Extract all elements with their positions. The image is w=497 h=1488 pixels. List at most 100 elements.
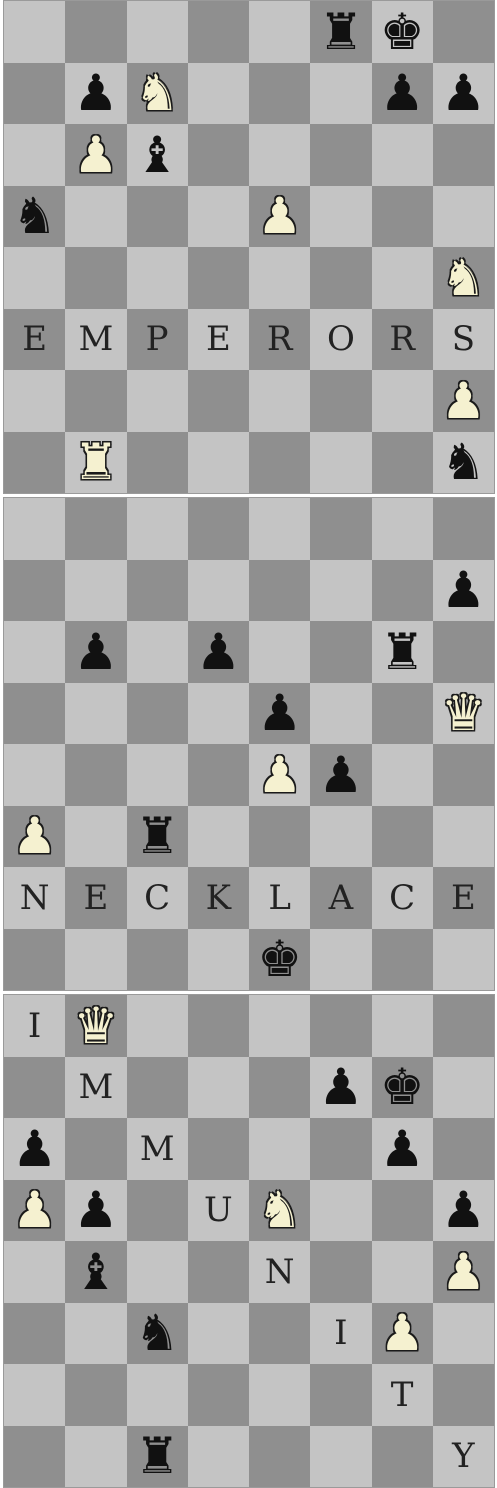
board-square[interactable] [433, 1118, 494, 1180]
board-square[interactable] [372, 186, 433, 248]
board-square[interactable] [65, 1, 126, 63]
board-square[interactable]: A [310, 867, 371, 929]
black-knight-icon[interactable]: ♞ [12, 191, 57, 241]
board-square[interactable]: ♟ [65, 1180, 126, 1242]
board-square[interactable]: R [249, 309, 310, 371]
board-square[interactable]: ♟ [65, 621, 126, 683]
board-square[interactable] [249, 124, 310, 186]
board-square[interactable]: ♟ [4, 1180, 65, 1242]
board-square[interactable] [4, 247, 65, 309]
white-pawn-icon[interactable]: ♟ [441, 376, 486, 426]
board-square[interactable] [188, 370, 249, 432]
board-square[interactable] [249, 370, 310, 432]
white-pawn-icon[interactable]: ♟ [441, 1247, 486, 1297]
white-pawn-icon[interactable]: ♟ [12, 1185, 57, 1235]
board-square[interactable] [188, 1, 249, 63]
black-pawn-icon[interactable]: ♟ [12, 1124, 57, 1174]
black-rook-icon[interactable]: ♜ [135, 1431, 180, 1481]
board-square[interactable] [372, 744, 433, 806]
board-square[interactable] [310, 1426, 371, 1488]
board-square[interactable] [433, 1303, 494, 1365]
board-square[interactable]: E [188, 309, 249, 371]
board-square[interactable]: M [127, 1118, 188, 1180]
black-king-icon[interactable]: ♚ [380, 7, 425, 57]
white-pawn-icon[interactable]: ♟ [380, 1308, 425, 1358]
board-square[interactable] [372, 498, 433, 560]
board-square[interactable]: ♜ [372, 621, 433, 683]
board-square[interactable] [372, 1180, 433, 1242]
black-knight-icon[interactable]: ♞ [135, 1308, 180, 1358]
board-square[interactable] [433, 498, 494, 560]
board-square[interactable] [127, 432, 188, 494]
board-square[interactable] [372, 124, 433, 186]
board-square[interactable]: Y [433, 1426, 494, 1488]
board-square[interactable] [433, 995, 494, 1057]
board-square[interactable]: C [127, 867, 188, 929]
board-square[interactable] [188, 560, 249, 622]
board-square[interactable] [372, 929, 433, 991]
board-square[interactable] [127, 1057, 188, 1119]
board-square[interactable] [433, 1364, 494, 1426]
board-square[interactable] [4, 498, 65, 560]
white-pawn-icon[interactable]: ♟ [12, 811, 57, 861]
board-square[interactable] [433, 186, 494, 248]
board-square[interactable] [127, 1241, 188, 1303]
board-square[interactable] [433, 1, 494, 63]
board-square[interactable] [127, 621, 188, 683]
board-square[interactable] [433, 929, 494, 991]
board-square[interactable] [188, 1364, 249, 1426]
board-square[interactable] [188, 929, 249, 991]
board-square[interactable]: ♟ [249, 683, 310, 745]
black-pawn-icon[interactable]: ♟ [318, 1062, 363, 1112]
board-square[interactable]: ♜ [127, 806, 188, 868]
board-square[interactable]: ♞ [127, 63, 188, 125]
board-square[interactable] [127, 1, 188, 63]
board-square[interactable] [188, 683, 249, 745]
black-pawn-icon[interactable]: ♟ [196, 627, 241, 677]
board-square[interactable]: T [372, 1364, 433, 1426]
board-square[interactable]: K [188, 867, 249, 929]
board-square[interactable] [127, 1364, 188, 1426]
board-square[interactable]: ♟ [188, 621, 249, 683]
black-pawn-icon[interactable]: ♟ [441, 68, 486, 118]
board-square[interactable]: ♟ [4, 806, 65, 868]
black-pawn-icon[interactable]: ♟ [73, 1185, 118, 1235]
black-pawn-icon[interactable]: ♟ [380, 1124, 425, 1174]
board-square[interactable]: ♞ [127, 1303, 188, 1365]
board-square[interactable]: ♟ [310, 744, 371, 806]
board-square[interactable] [4, 63, 65, 125]
board-square[interactable] [188, 124, 249, 186]
board-square[interactable] [433, 806, 494, 868]
board-square[interactable] [249, 1057, 310, 1119]
board-square[interactable] [372, 1426, 433, 1488]
board-square[interactable] [433, 744, 494, 806]
board-square[interactable] [188, 186, 249, 248]
board-square[interactable] [188, 498, 249, 560]
board-square[interactable] [127, 370, 188, 432]
board-square[interactable] [4, 1057, 65, 1119]
board-square[interactable] [310, 498, 371, 560]
board-square[interactable] [65, 744, 126, 806]
white-pawn-icon[interactable]: ♟ [257, 191, 302, 241]
board-square[interactable] [310, 560, 371, 622]
board-square[interactable]: ♜ [65, 432, 126, 494]
white-queen-icon[interactable]: ♛ [73, 1001, 118, 1051]
board-square[interactable] [65, 1364, 126, 1426]
board-square[interactable]: ♟ [372, 1118, 433, 1180]
board-square[interactable] [65, 1303, 126, 1365]
board-square[interactable] [310, 124, 371, 186]
board-square[interactable]: M [65, 309, 126, 371]
board-square[interactable] [372, 247, 433, 309]
board-square[interactable] [4, 744, 65, 806]
board-square[interactable] [127, 744, 188, 806]
board-square[interactable]: ♟ [433, 370, 494, 432]
board-square[interactable] [4, 370, 65, 432]
white-knight-icon[interactable]: ♞ [257, 1185, 302, 1235]
black-rook-icon[interactable]: ♜ [380, 627, 425, 677]
board-square[interactable] [249, 806, 310, 868]
black-pawn-icon[interactable]: ♟ [441, 565, 486, 615]
board-square[interactable] [188, 247, 249, 309]
black-bishop-icon[interactable]: ♝ [73, 1247, 118, 1297]
black-pawn-icon[interactable]: ♟ [441, 1185, 486, 1235]
board-square[interactable]: ♟ [310, 1057, 371, 1119]
